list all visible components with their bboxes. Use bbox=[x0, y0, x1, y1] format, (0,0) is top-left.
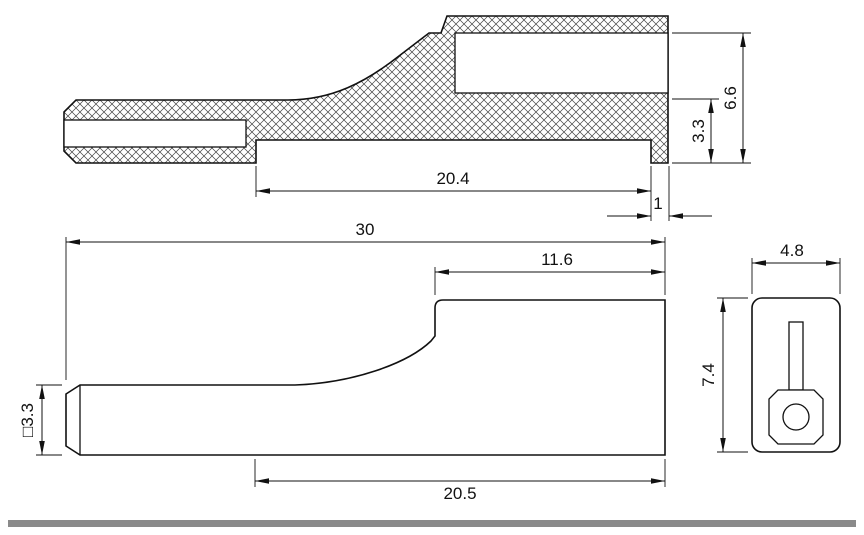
end-round-socket-hole bbox=[782, 403, 810, 431]
dimension-label: 1 bbox=[653, 194, 662, 213]
section-left-slot-hole bbox=[63, 119, 247, 148]
dimension-label: 7.4 bbox=[699, 363, 718, 387]
side-profile-outline bbox=[65, 299, 666, 456]
dimension-label: 20.4 bbox=[436, 169, 469, 188]
bottom-divider-bar bbox=[8, 520, 856, 527]
dimension-square-size: □3.3 bbox=[18, 384, 62, 456]
dimension-bottom-length: 20.5 bbox=[254, 459, 666, 503]
dimension-top-length: 11.6 bbox=[434, 250, 665, 295]
dimension-recess-length: 20.4 bbox=[255, 166, 652, 221]
side-view: 30 11.6 □3.3 20.5 bbox=[18, 220, 666, 503]
dimension-label: 30 bbox=[356, 220, 375, 239]
dimension-lip-width: 1 bbox=[607, 166, 712, 221]
dimension-label: □3.3 bbox=[18, 403, 37, 437]
end-tab-slot bbox=[788, 321, 804, 391]
dimension-label: 3.3 bbox=[689, 119, 708, 143]
dimension-lower-height: 3.3 bbox=[672, 98, 719, 163]
dimension-label: 6.6 bbox=[721, 86, 740, 110]
dimension-label: 20.5 bbox=[443, 484, 476, 503]
dimension-overall-height: 6.6 bbox=[672, 32, 751, 164]
dimension-end-height: 7.4 bbox=[699, 297, 748, 453]
dimension-overall-length: 30 bbox=[65, 220, 666, 380]
section-view: 20.4 1 3.3 6.6 bbox=[63, 15, 751, 221]
end-view: 4.8 7.4 bbox=[699, 241, 841, 453]
dimension-label: 4.8 bbox=[780, 241, 804, 260]
section-right-cavity-hole bbox=[454, 32, 669, 94]
dimension-label: 11.6 bbox=[541, 250, 573, 269]
dimension-end-width: 4.8 bbox=[751, 241, 841, 294]
